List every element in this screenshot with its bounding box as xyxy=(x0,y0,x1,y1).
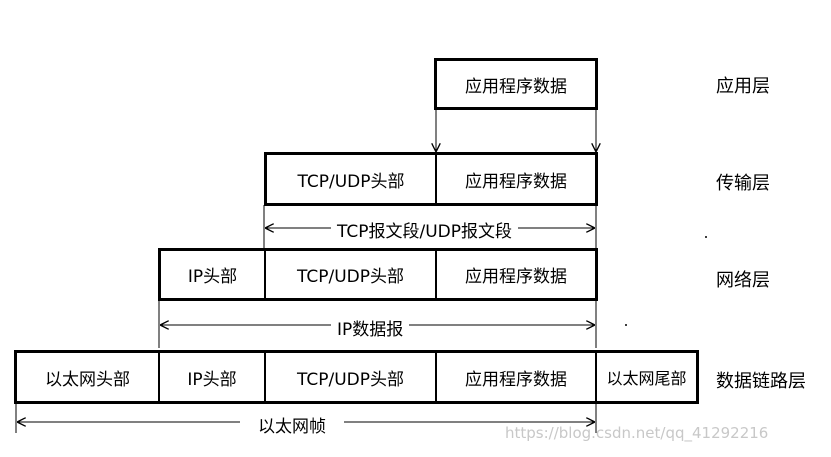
ip-header-box-row4: IP头部 xyxy=(158,350,267,404)
watermark-text: https://blog.csdn.net/qq_41292216 xyxy=(505,424,769,442)
tcp-udp-header-label: TCP/UDP头部 xyxy=(297,171,405,192)
app-data-label: 应用程序数据 xyxy=(465,171,567,192)
layer-label-transport: 传输层 xyxy=(716,173,770,194)
app-data-label: 应用程序数据 xyxy=(465,369,567,390)
ip-header-box-row3: IP头部 xyxy=(158,248,267,301)
frame-span-label: 以太网帧 xyxy=(240,412,344,437)
layer-label-datalink: 数据链路层 xyxy=(716,371,806,392)
eth-header-label: 以太网头部 xyxy=(45,369,130,390)
stray-mark xyxy=(705,236,707,238)
app-data-box-row3: 应用程序数据 xyxy=(435,248,598,301)
tcp-udp-header-box-row3: TCP/UDP头部 xyxy=(264,248,438,301)
layer-label-network: 网络层 xyxy=(716,270,770,291)
app-data-box-row2: 应用程序数据 xyxy=(435,152,598,206)
app-data-label: 应用程序数据 xyxy=(465,267,567,287)
tcp-udp-header-box-row4: TCP/UDP头部 xyxy=(264,350,438,404)
segment-span-label: TCP报文段/UDP报文段 xyxy=(331,217,519,242)
app-data-label: 应用程序数据 xyxy=(465,76,567,97)
tcp-udp-header-box-row2: TCP/UDP头部 xyxy=(264,152,438,206)
stray-mark xyxy=(625,324,627,326)
app-data-box-row1: 应用程序数据 xyxy=(434,58,598,110)
ip-header-label: IP头部 xyxy=(187,369,237,390)
datagram-span-label: IP数据报 xyxy=(331,315,410,340)
eth-header-box: 以太网头部 xyxy=(14,350,161,404)
ip-header-label: IP头部 xyxy=(187,267,238,287)
tcp-udp-header-label: TCP/UDP头部 xyxy=(296,369,405,390)
app-data-box-row4: 应用程序数据 xyxy=(435,350,598,404)
tcp-udp-header-label: TCP/UDP头部 xyxy=(296,267,405,287)
eth-trailer-label: 以太网尾部 xyxy=(606,369,687,388)
layer-label-app: 应用层 xyxy=(716,76,770,97)
eth-trailer-box: 以太网尾部 xyxy=(595,350,699,404)
